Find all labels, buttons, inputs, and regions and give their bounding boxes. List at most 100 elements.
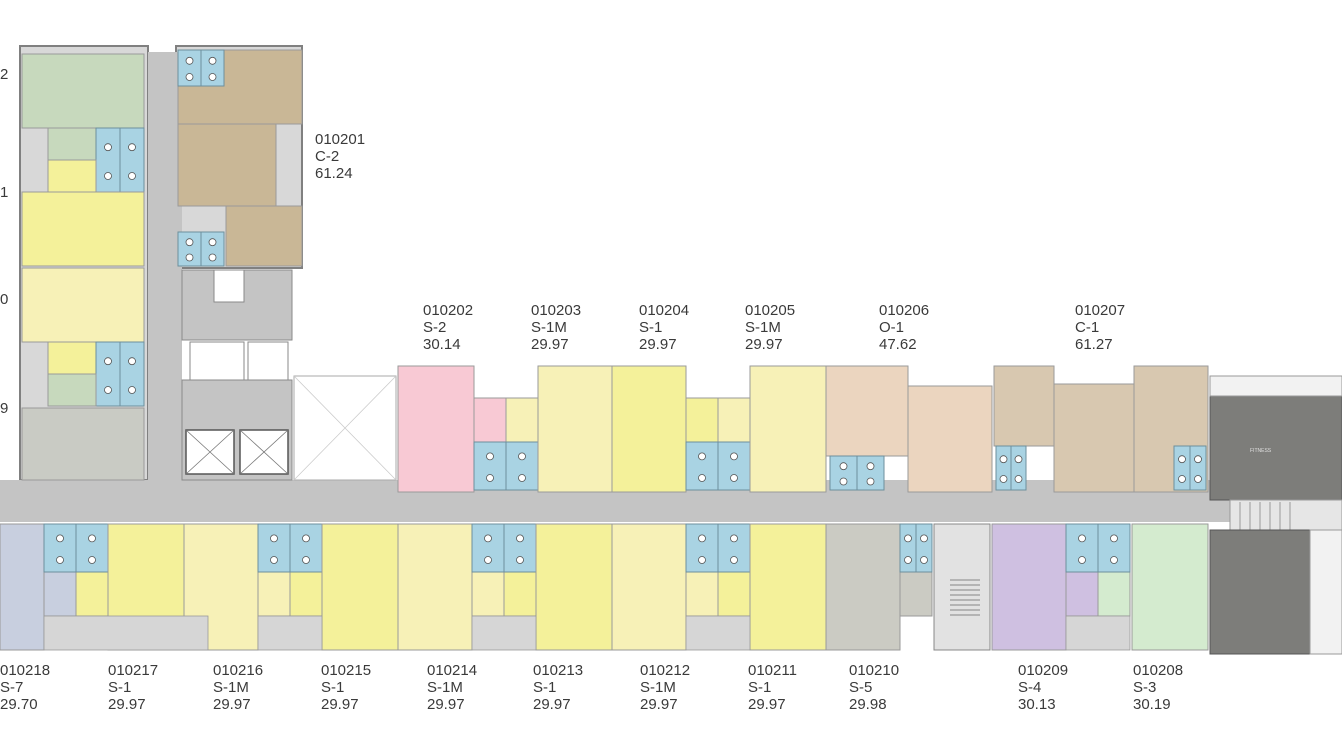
elevator-1-x: [185, 429, 235, 475]
unit-010214-entry: [471, 571, 505, 617]
unit-010201-room-3: [225, 205, 303, 267]
unit-id: 010210: [849, 662, 900, 679]
bath-010204-010205-sink: [730, 474, 738, 482]
unit-010211: [749, 523, 827, 651]
unit-label-010204: 010204 S-1 29.97: [639, 302, 689, 353]
unit-id: 010214: [427, 662, 478, 679]
unit-area: 29.97: [108, 696, 146, 713]
bath-010209-010208-sink: [1110, 556, 1118, 564]
bath-010212-010211-sink: [698, 556, 706, 564]
bath-010207-a-sink: [1014, 475, 1023, 483]
unit-id: 010215: [321, 662, 372, 679]
bath-010207-b-toilet: [1194, 455, 1202, 464]
edge-number-3: 0: [0, 291, 9, 308]
unit-010201-bath-1-toilet: [208, 56, 217, 65]
unit-010209: [991, 523, 1067, 651]
unit-id: 010207: [1075, 302, 1126, 319]
bath-010216-010215-sink: [302, 556, 310, 564]
bath-010212-010211-toilet: [730, 534, 738, 543]
unit-010204: [611, 365, 687, 493]
west-unit-top-entry: [47, 127, 97, 161]
west-bath-2-toilet: [128, 357, 136, 366]
bath-010207-a-toilet: [999, 455, 1008, 464]
unit-010209-entry: [1065, 571, 1099, 617]
unit-010206-room-1: [825, 365, 909, 457]
unit-id: 010202: [423, 302, 474, 319]
unit-area: 30.19: [1133, 696, 1171, 713]
unit-010201-bath-2-sink: [208, 253, 217, 262]
unit-id: 010211: [748, 662, 797, 679]
west-unit-2-entry: [47, 159, 97, 193]
unit-label-010212: 010212 S-1M 29.97: [640, 662, 690, 713]
south-stair: [933, 523, 991, 651]
unit-area: 29.97: [640, 696, 678, 713]
unit-010201-bath-2-toilet: [208, 238, 217, 247]
unit-label-010203: 010203 S-1M 29.97: [531, 302, 581, 353]
unit-id: 010213: [533, 662, 584, 679]
bath-010214-010213-sink: [516, 556, 524, 564]
unit-label-010217: 010217 S-1 29.97: [108, 662, 158, 713]
unit-010212: [611, 523, 687, 651]
unit-label-010211: 010211 S-1 29.97: [748, 662, 797, 713]
bath-010207-a-toilet: [1014, 455, 1023, 464]
unit-010201-bath-1-sink: [185, 73, 194, 81]
west-bath-1-sink: [128, 172, 136, 180]
bath-010214-010213-sink: [484, 556, 492, 564]
unit-010213-entry: [503, 571, 537, 617]
unit-010212-entry: [685, 571, 719, 617]
unit-id: 010203: [531, 302, 582, 319]
bath-010204-010205-toilet: [698, 452, 706, 461]
bath-010216-010215-sink: [270, 556, 278, 564]
bath-010209-010208-toilet: [1110, 534, 1118, 543]
west-unit-4-entry-b: [47, 373, 97, 407]
unit-010201-bath-1-sink: [208, 73, 217, 81]
bath-010218-010217-sink: [88, 556, 96, 564]
unit-type: S-1: [108, 679, 132, 696]
balcony-strip-5: [1065, 615, 1131, 651]
east-room-lower: [1209, 529, 1311, 655]
unit-id: 010206: [879, 302, 930, 319]
unit-type: S-4: [1018, 679, 1042, 696]
bath-010207-a-sink: [999, 475, 1008, 483]
bath-010209-010208-sink: [1078, 556, 1086, 564]
unit-area: 29.97: [427, 696, 465, 713]
bath-010210-sink: [920, 556, 928, 564]
bath-010202-010203-toilet: [518, 452, 526, 461]
unit-area: 29.97: [533, 696, 571, 713]
unit-area: 29.70: [0, 696, 38, 713]
edge-number-4: 9: [0, 400, 9, 417]
east-stair: [1229, 499, 1342, 533]
unit-010201-bath-1-toilet: [185, 56, 194, 65]
bath-010212-010211-toilet: [698, 534, 706, 543]
elevator-2-x: [239, 429, 289, 475]
unit-010217-entry: [75, 571, 109, 617]
west-bath-1-toilet: [128, 143, 136, 152]
unit-type: S-1M: [531, 319, 567, 336]
unit-label-010209: 010209 S-4 30.13: [1018, 662, 1068, 713]
unit-010205: [749, 365, 827, 493]
west-unit-3: [21, 267, 145, 343]
bath-010206-sink: [839, 477, 848, 486]
unit-id: 010209: [1018, 662, 1069, 679]
fitness-top-band: [1209, 375, 1342, 397]
balcony-strip-2: [257, 615, 323, 651]
unit-type: S-5: [849, 679, 873, 696]
unit-010215: [321, 523, 399, 651]
unit-area: 47.62: [879, 336, 917, 353]
bath-010210-toilet: [904, 534, 912, 543]
west-unit-top: [21, 53, 145, 129]
unit-label-010215: 010215 S-1 29.97: [321, 662, 371, 713]
bath-010210-sink: [904, 556, 912, 564]
unit-type: S-1M: [427, 679, 463, 696]
fitness-room: [1209, 395, 1342, 501]
balcony-strip-3: [471, 615, 537, 651]
unit-010211-entry: [717, 571, 751, 617]
bath-010212-010211-sink: [730, 556, 738, 564]
bath-010206-toilet: [866, 462, 875, 471]
unit-type: O-1: [879, 319, 905, 336]
unit-label-010216: 010216 S-1M 29.97: [213, 662, 263, 713]
unit-id: 010205: [745, 302, 796, 319]
unit-010205-entry: [717, 397, 751, 443]
unit-id: 010217: [108, 662, 159, 679]
